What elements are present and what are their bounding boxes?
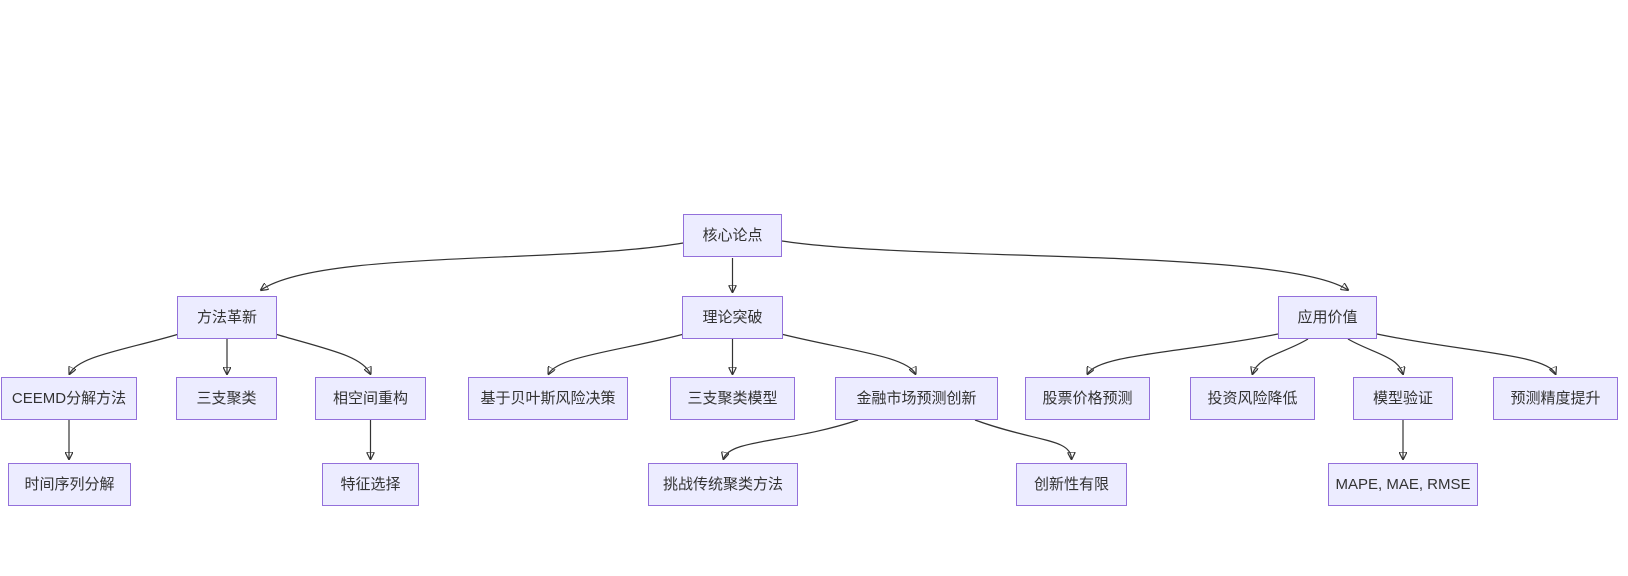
edge-application-stock-prediction — [1088, 333, 1279, 374]
edge-root-method-innovation — [261, 242, 684, 290]
node-challenge-traditional-clustering: 挑战传统聚类方法 — [648, 463, 798, 506]
node-time-series-decomposition: 时间序列分解 — [8, 463, 131, 506]
node-theory-breakthrough: 理论突破 — [682, 296, 783, 339]
node-investment-risk-reduction: 投资风险降低 — [1190, 377, 1315, 420]
node-error-metrics: MAPE, MAE, RMSE — [1328, 463, 1478, 506]
node-phase-space-reconstruction: 相空间重构 — [315, 377, 426, 420]
node-finance-market-innovation: 金融市场预测创新 — [835, 377, 998, 420]
node-model-validation: 模型验证 — [1353, 377, 1453, 420]
node-limited-innovation: 创新性有限 — [1016, 463, 1127, 506]
edge-method-ceemd — [70, 333, 180, 374]
node-application-value: 应用价值 — [1278, 296, 1377, 339]
node-stock-price-prediction: 股票价格预测 — [1025, 377, 1150, 420]
edge-finance-limited-innovation — [974, 419, 1072, 459]
edge-application-investment-risk — [1253, 338, 1309, 374]
node-feature-selection: 特征选择 — [322, 463, 419, 506]
edge-application-prediction-precision — [1376, 333, 1556, 374]
edge-theory-finance-innovation — [780, 333, 916, 374]
node-core-argument: 核心论点 — [683, 214, 782, 257]
edge-method-phase-space — [274, 333, 371, 374]
node-three-way-model: 三支聚类模型 — [670, 377, 795, 420]
node-bayes-risk-decision: 基于贝叶斯风险决策 — [468, 377, 628, 420]
edge-finance-challenge-clustering — [724, 419, 859, 459]
node-ceemd-decomposition: CEEMD分解方法 — [1, 377, 137, 420]
node-prediction-precision: 预测精度提升 — [1493, 377, 1618, 420]
node-three-way-clustering: 三支聚类 — [176, 377, 277, 420]
edge-root-application-value — [781, 240, 1348, 290]
edge-theory-bayes-risk — [549, 333, 685, 374]
node-method-innovation: 方法革新 — [177, 296, 277, 339]
edge-application-model-validation — [1347, 338, 1403, 374]
